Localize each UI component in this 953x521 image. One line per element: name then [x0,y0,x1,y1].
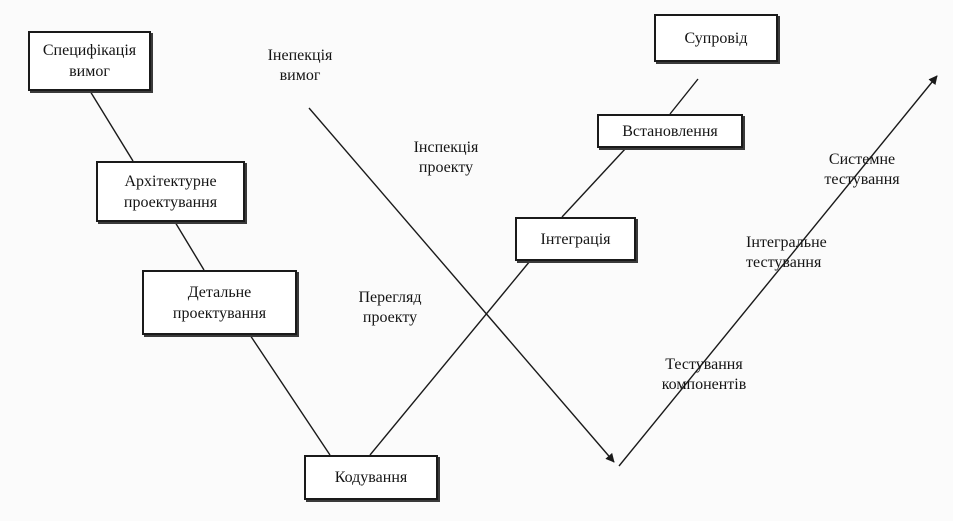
label-component-testing: Тестування компонентів [661,356,747,393]
label-req-inspection: Інепекція вимог [267,47,333,84]
arrow-testing-up [618,75,938,467]
line-install-to-support [669,78,699,115]
stage-spec-box: Специфікація вимог [28,31,151,91]
line-integration-to-install [561,147,627,218]
label-integration-testing: Інтегральне тестування [746,234,827,271]
stage-support-box: Супровід [654,14,778,62]
stage-coding-box: Кодування [304,455,438,500]
line-detail-to-coding [249,334,331,456]
line-spec-to-arch [89,90,134,162]
arrow-verification-down [308,107,615,463]
label-design-inspection: Інспекція проекту [413,139,479,176]
stage-detail-box: Детальне проектування [142,270,297,335]
stage-arch-box: Архітектурне проектування [96,161,245,222]
label-design-review: Перегляд проекту [358,289,422,326]
label-system-testing: Системне тестування [824,151,900,188]
stage-install-box: Встановлення [597,114,743,148]
stage-integration-box: Інтеграція [515,217,636,261]
line-arch-to-detail [174,221,205,271]
line-coding-to-integration [369,260,531,456]
